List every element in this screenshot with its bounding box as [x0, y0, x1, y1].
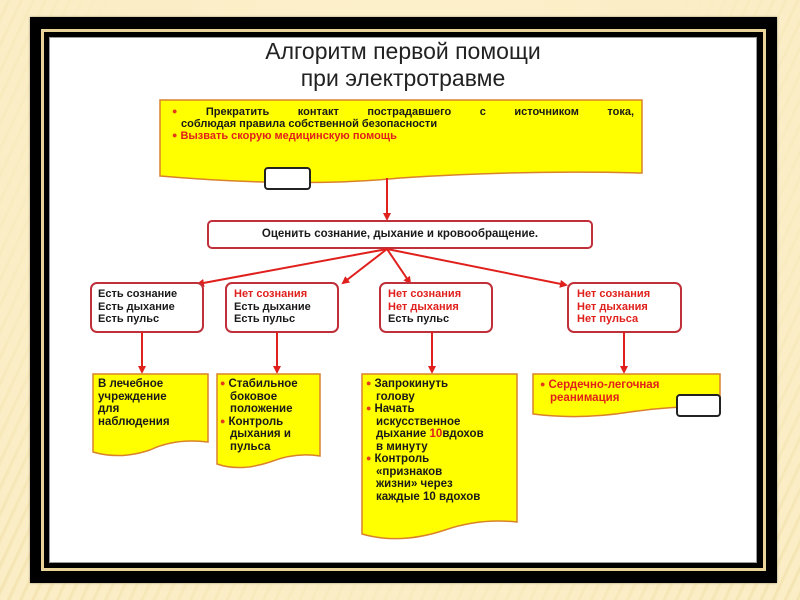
condition-3-line-1: Нет сознания: [388, 288, 462, 300]
initial-item-1-line-2: соблюдая правила собственной безопасност…: [181, 118, 438, 130]
action-3-bullet-3-line-4: каждые 10 вдохов: [376, 490, 481, 503]
action-1-line-4: наблюдения: [98, 415, 170, 428]
assess-text: Оценить сознание, дыхание и кровообращен…: [208, 228, 592, 241]
action-3-bullet-2-line-3: дыхание: [376, 428, 427, 440]
action-3-bullet-2-line-2: искусственное: [376, 415, 461, 428]
action-2-bullet-2-line-2: дыхания и: [230, 428, 291, 440]
action-box-2: [216, 373, 321, 469]
condition-2-line-1: Нет сознания: [234, 288, 308, 300]
action-3-bullet-1-line-1: Запрокинуть: [374, 378, 449, 390]
initial-item-1-line-1: Прекратить контакт пострадавшего с источ…: [205, 106, 634, 118]
diagram-title: Алгоритм первой помощи при электротравме: [49, 38, 757, 92]
action-box-3: [361, 373, 518, 540]
initial-step-box: [159, 99, 643, 184]
action-2-bullet-1-line-3: положение: [230, 403, 293, 415]
action-4-bullet-1-line-1: Сердечно-легочная: [548, 379, 660, 391]
arrow-assess-to-condition-4: [386, 248, 568, 288]
condition-box-1: [90, 282, 204, 333]
action-3-bullet-3-line-2: «признаков: [376, 465, 443, 478]
arrow-assess-to-condition-3: [386, 248, 412, 285]
condition-4-line-1: Нет сознания: [577, 288, 651, 300]
action-2-bullet-2-line-3: пульса: [230, 440, 271, 453]
condition-2-text: Нет сознания Есть дыхание Есть пульс: [234, 288, 338, 326]
action-3-bullet-1-line-2: голову: [376, 390, 415, 403]
condition-3-line-3: Есть пульс: [388, 313, 450, 325]
action-1-line-3: для: [98, 403, 120, 415]
action-4-text: Сердечно-легочная реанимация: [540, 379, 710, 404]
title-line-2: при электротравме: [300, 65, 506, 91]
condition-3-text: Нет сознания Нет дыхания Есть пульс: [388, 288, 492, 326]
action-3-bullet-2-line-3b: вдохов: [442, 428, 484, 440]
action-4-bullet-1-line-2: реанимация: [550, 391, 620, 404]
arrow-assess-to-condition-2: [341, 248, 388, 285]
condition-box-2: [225, 282, 339, 333]
condition-box-3: [379, 282, 493, 333]
assess-label: Оценить сознание, дыхание и кровообращен…: [261, 228, 539, 240]
action-1-line-2: учреждение: [98, 390, 167, 403]
condition-2-line-2: Есть дыхание: [234, 300, 311, 313]
condition-4-line-3: Нет пульса: [577, 313, 639, 325]
action-2-text: Стабильное боковое положение Контроль ды…: [220, 378, 320, 453]
condition-1-line-3: Есть пульс: [98, 313, 160, 325]
bullet-icon: [172, 106, 206, 118]
condition-2-line-3: Есть пульс: [234, 313, 296, 325]
condition-1-line-2: Есть дыхание: [98, 300, 175, 313]
condition-1-text: Есть сознание Есть дыхание Есть пульс: [98, 288, 202, 326]
placeholder-box-bottom-right: [676, 394, 721, 417]
initial-item-2: Вызвать скорую медицинскую помощь: [180, 130, 397, 142]
action-1-line-1: В лечебное: [98, 378, 164, 390]
condition-4-text: Нет сознания Нет дыхания Нет пульса: [577, 288, 681, 326]
title-line-1: Алгоритм первой помощи: [265, 38, 541, 64]
initial-step-text: Прекратить контакт пострадавшего с источ…: [172, 106, 634, 142]
action-3-breath-count: 10: [429, 428, 443, 440]
action-3-bullet-2-line-4: в минуту: [376, 440, 428, 453]
arrow-assess-to-condition-1: [196, 248, 388, 287]
action-3-bullet-3-line-3: жизни» через: [376, 478, 453, 490]
action-3-bullet-3-line-1: Контроль: [374, 453, 430, 465]
action-2-bullet-1-line-1: Стабильное: [228, 378, 298, 390]
action-3-text: Запрокинуть голову Начать искусственное …: [366, 378, 516, 503]
action-1-text: В лечебное учреждение для наблюдения: [98, 378, 206, 428]
action-box-1: [92, 373, 209, 457]
action-3-bullet-2-line-1: Начать: [374, 403, 415, 415]
condition-4-line-2: Нет дыхания: [577, 300, 648, 313]
placeholder-box-top: [264, 167, 311, 190]
condition-1-line-1: Есть сознание: [98, 288, 178, 300]
action-2-bullet-2-line-1: Контроль: [228, 415, 284, 428]
condition-3-line-2: Нет дыхания: [388, 300, 459, 313]
assess-box: [207, 220, 593, 249]
action-2-bullet-1-line-2: боковое: [230, 390, 278, 403]
